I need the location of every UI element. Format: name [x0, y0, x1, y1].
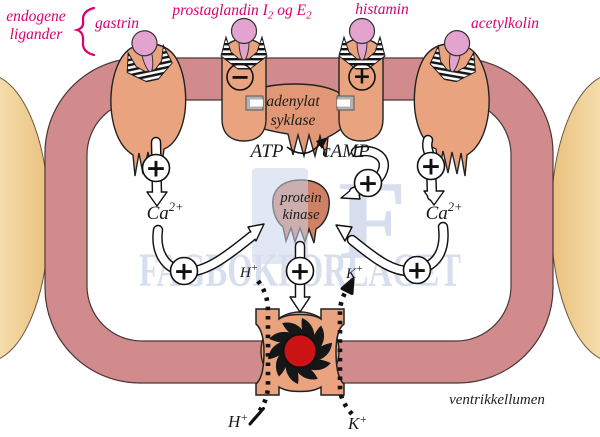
minus-badge-prostaglandin: − — [226, 63, 254, 91]
adjacent-cell-right — [550, 77, 600, 359]
gastrin-label: gastrin — [95, 15, 139, 32]
plus-badge-histamine: + — [348, 63, 376, 91]
potassium-label-top: K+ — [345, 264, 363, 282]
plus-sign: + — [353, 65, 371, 90]
histamine-pocket — [338, 17, 386, 70]
atp-label: ATP — [248, 141, 283, 162]
plus-circle-camp: + — [353, 169, 383, 198]
adjacent-cell-left — [0, 77, 50, 359]
proton-superscript: + — [251, 263, 258, 274]
endogenous-ligands-label-line1: endogene — [6, 8, 66, 25]
proton-superscript: + — [240, 412, 248, 424]
potassium-label-bottom: K+ — [347, 414, 367, 433]
calcium-label-right: Ca2+ — [426, 200, 463, 224]
calcium-base: Ca — [426, 203, 448, 224]
potassium-superscript: + — [359, 414, 367, 426]
calcium-superscript: 2+ — [448, 200, 463, 214]
plus-circle-right-curve: + — [402, 256, 432, 285]
calcium-label-left: Ca2+ — [147, 200, 184, 224]
proton-base: H — [239, 265, 252, 281]
atp-to-camp-arrow — [286, 143, 321, 155]
proton-out-arrowhead — [248, 407, 265, 426]
pump-pinwheel — [264, 315, 336, 387]
plus-sign: + — [146, 154, 167, 183]
calcium-base: Ca — [147, 203, 169, 224]
calcium-superscript: 2+ — [169, 200, 184, 214]
plus-circle-left-curve: + — [169, 257, 199, 286]
potassium-superscript: + — [356, 264, 363, 275]
plus-circle-left-vertical: + — [141, 154, 171, 183]
plus-sign: + — [421, 152, 442, 181]
protein-kinase-label-line2: kinase — [282, 207, 320, 223]
proton-pump — [248, 277, 355, 426]
prostaglandin-pre: prostaglandin I — [171, 2, 268, 19]
plus-sign: + — [290, 257, 311, 286]
proton-path-dotted — [255, 279, 271, 417]
protein-kinase-label-line1: protein — [279, 190, 321, 206]
ligand-group-brace — [73, 6, 96, 57]
plus-sign: + — [174, 257, 195, 286]
histamine-label: histamin — [355, 1, 409, 18]
prostaglandin-mid: og E — [277, 2, 306, 19]
endogenous-ligands-label-line2: ligander — [10, 26, 63, 43]
atp-to-camp-arrowhead — [316, 137, 328, 149]
adenylate-cyclase-label-line2: syklase — [271, 112, 316, 129]
plus-sign: + — [407, 256, 428, 285]
potassium-path-dotted — [337, 285, 354, 416]
potassium-base: K — [345, 266, 357, 282]
cyclase-connector-right — [336, 95, 355, 111]
proton-label-top: H+ — [239, 263, 258, 281]
watermark-tile — [252, 168, 308, 264]
prostaglandin-sub2: 2 — [306, 10, 312, 22]
plus-sign: + — [358, 169, 379, 198]
proton-base: H — [227, 412, 242, 431]
potassium-in-arrowhead — [340, 277, 355, 295]
adenylate-cyclase-label-line1: adenylat — [266, 93, 320, 110]
ventricle-lumen-label: ventrikkellumen — [449, 392, 545, 408]
cell-membrane-ring — [44, 57, 554, 384]
plus-circle-center: + — [285, 257, 315, 286]
prostaglandin-pocket — [220, 17, 268, 70]
potassium-base: K — [347, 414, 361, 433]
prostaglandin-sub1: 2 — [268, 10, 274, 22]
minus-sign: − — [230, 63, 250, 91]
proton-label-bottom: H+ — [227, 412, 248, 431]
cyclase-connector-left — [245, 95, 264, 111]
camp-label: cAMP — [322, 141, 370, 162]
pump-core — [282, 333, 318, 369]
acetylcholine-label: acetylkolin — [471, 15, 539, 32]
plus-circle-right-vertical: + — [416, 152, 446, 181]
